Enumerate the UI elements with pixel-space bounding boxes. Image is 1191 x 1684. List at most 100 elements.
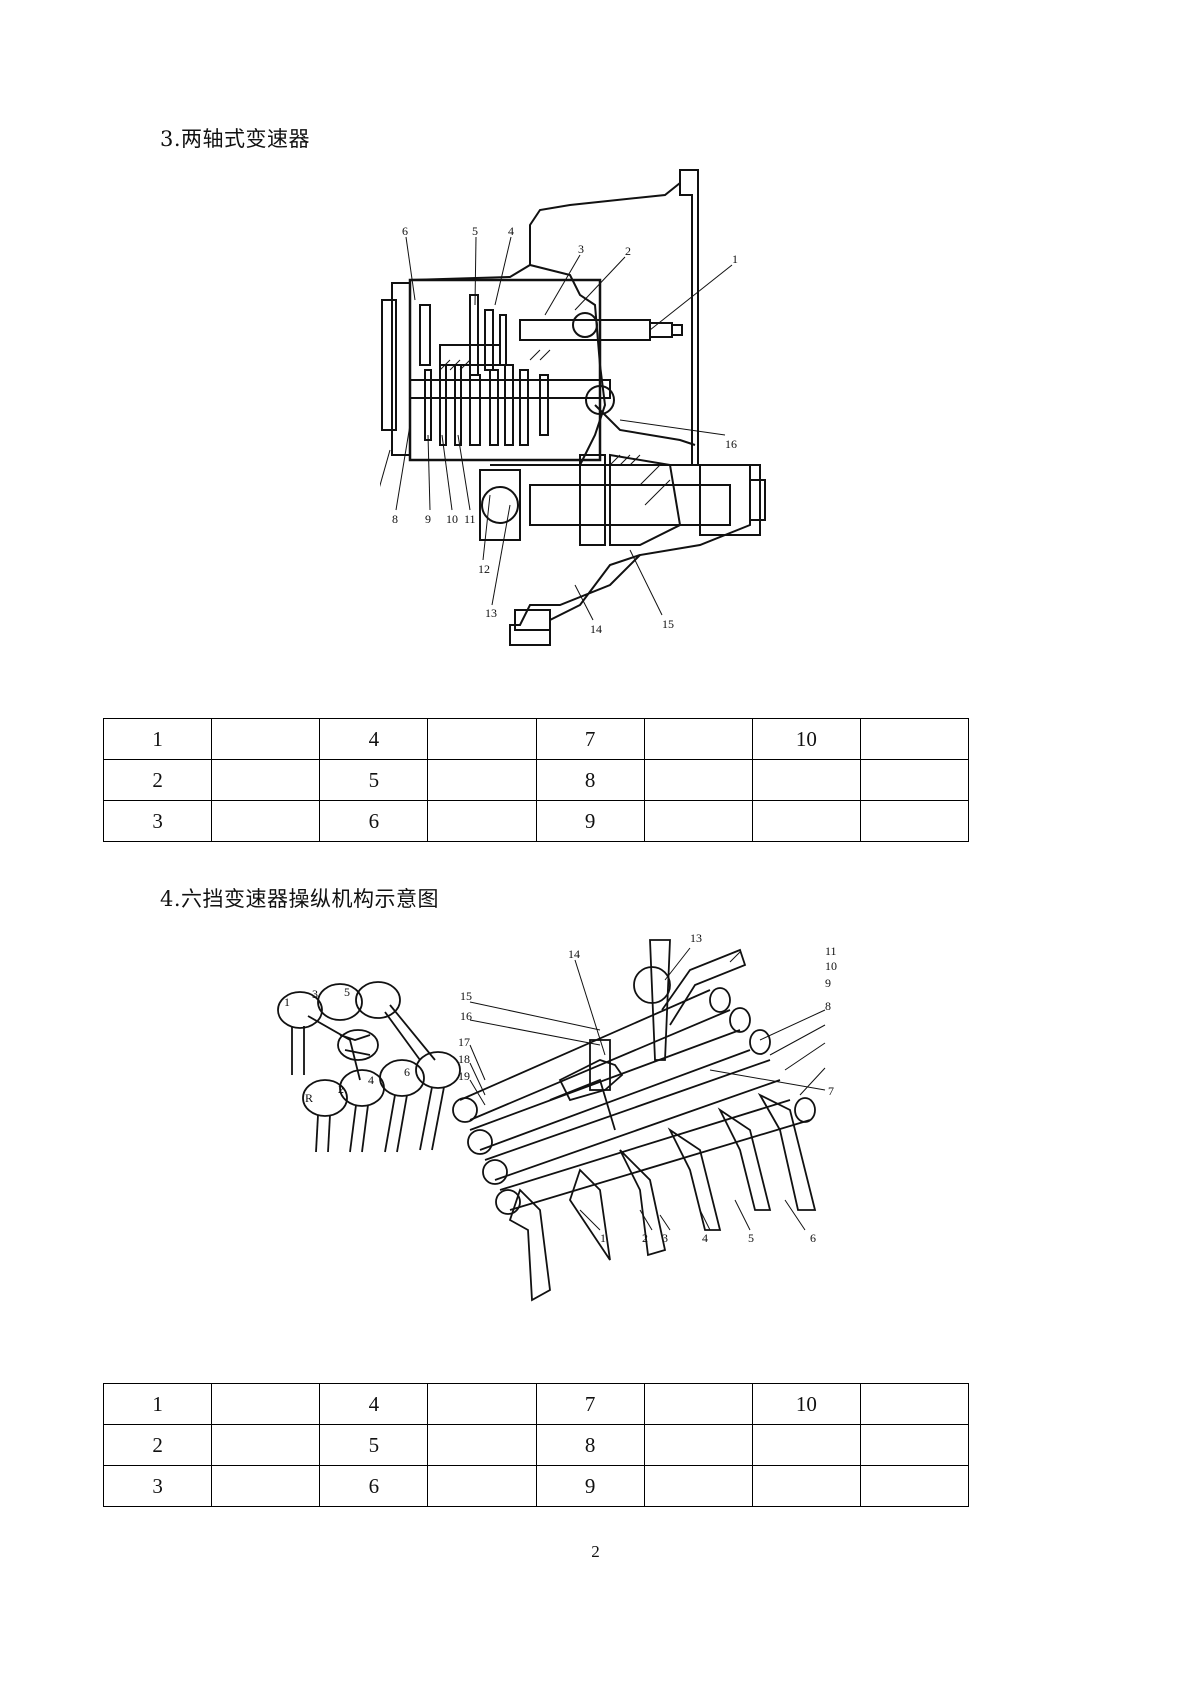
table-cell: 10 xyxy=(751,1383,861,1425)
table-row: 1 4 7 10 xyxy=(102,718,970,760)
table-cell: 3 xyxy=(102,800,213,842)
shift-pattern-inset xyxy=(277,981,461,1153)
six-speed-shift-mechanism-figure: 1 3 5 R 2 4 6 xyxy=(270,930,920,1360)
table-cell: 2 xyxy=(102,1424,213,1466)
callout-2: 2 xyxy=(642,1231,648,1245)
callout-9: 9 xyxy=(825,976,831,990)
answer-cell[interactable] xyxy=(643,1465,753,1507)
table-cell: 8 xyxy=(535,1424,645,1466)
table-cell: 9 xyxy=(535,1465,645,1507)
callout-10: 10 xyxy=(446,512,458,526)
callout-14: 14 xyxy=(568,947,580,961)
callout-13: 13 xyxy=(485,606,497,620)
answer-cell[interactable] xyxy=(211,1383,321,1425)
answer-cell[interactable] xyxy=(427,759,537,801)
answer-cell[interactable] xyxy=(859,1383,970,1425)
callout-15: 15 xyxy=(460,989,472,1003)
table-cell: 5 xyxy=(319,759,429,801)
callout-11: 11 xyxy=(464,512,476,526)
section-3-label-table: 1 4 7 10 2 5 8 3 6 9 xyxy=(102,718,970,842)
answer-cell[interactable] xyxy=(643,1383,753,1425)
callout-7: 7 xyxy=(828,1084,834,1098)
inset-label-1: 1 xyxy=(284,995,290,1009)
section-4-label-table: 1 4 7 10 2 5 8 3 6 9 xyxy=(102,1383,970,1507)
callout-4: 4 xyxy=(702,1231,708,1245)
callout-2: 2 xyxy=(625,244,631,258)
answer-cell[interactable] xyxy=(859,718,970,760)
callout-4: 4 xyxy=(508,224,514,238)
answer-cell[interactable] xyxy=(211,718,321,760)
callout-11: 11 xyxy=(825,944,837,958)
answer-cell[interactable] xyxy=(859,1465,970,1507)
answer-cell[interactable] xyxy=(211,759,321,801)
section-3-heading: 3.两轴式变速器 xyxy=(160,127,311,151)
answer-cell[interactable] xyxy=(859,1424,970,1466)
callout-12: 12 xyxy=(478,562,490,576)
table-cell: 7 xyxy=(535,1383,645,1425)
answer-cell[interactable] xyxy=(427,1424,537,1466)
table-cell: 3 xyxy=(102,1465,213,1507)
table-row: 3 6 9 xyxy=(102,1465,970,1507)
callout-1: 1 xyxy=(732,252,738,266)
table-row: 2 5 8 xyxy=(102,1424,970,1466)
page-number: 2 xyxy=(591,1542,600,1561)
table-cell xyxy=(751,1424,861,1466)
callout-5: 5 xyxy=(472,224,478,238)
callout-3: 3 xyxy=(662,1231,668,1245)
table-cell: 1 xyxy=(102,1383,213,1425)
shift-mechanism-drawing: 1 3 5 R 2 4 6 xyxy=(277,930,837,1302)
table-cell: 4 xyxy=(319,718,429,760)
table-cell: 9 xyxy=(535,800,645,842)
answer-cell[interactable] xyxy=(427,718,537,760)
inset-label-4: 4 xyxy=(368,1073,374,1087)
callout-19: 19 xyxy=(458,1069,470,1083)
callout-9: 9 xyxy=(425,512,431,526)
callout-16: 16 xyxy=(725,437,737,451)
callout-1: 1 xyxy=(600,1231,606,1245)
callout-12: 12 xyxy=(762,930,774,931)
section-4-heading: 4.六挡变速器操纵机构示意图 xyxy=(160,887,440,911)
callout-13: 13 xyxy=(690,931,702,945)
callout-8: 8 xyxy=(392,512,398,526)
table-row: 2 5 8 xyxy=(102,759,970,801)
callout-17: 17 xyxy=(458,1035,470,1049)
answer-cell[interactable] xyxy=(427,1383,537,1425)
inset-label-2: 2 xyxy=(338,1082,344,1096)
callout-16: 16 xyxy=(460,1009,472,1023)
answer-cell[interactable] xyxy=(859,800,970,842)
answer-cell[interactable] xyxy=(427,800,537,842)
answer-cell[interactable] xyxy=(859,759,970,801)
table-cell: 7 xyxy=(535,718,645,760)
callout-14: 14 xyxy=(590,622,602,636)
answer-cell[interactable] xyxy=(643,800,753,842)
transmission-cross-section-drawing: 1 2 3 4 5 6 7 8 9 10 11 12 13 14 15 16 xyxy=(380,169,766,646)
table-row: 3 6 9 xyxy=(102,800,970,842)
callout-10: 10 xyxy=(825,959,837,973)
table-cell xyxy=(751,759,861,801)
table-cell xyxy=(751,1465,861,1507)
table-row: 1 4 7 10 xyxy=(102,1383,970,1425)
table-cell: 5 xyxy=(319,1424,429,1466)
callout-15: 15 xyxy=(662,617,674,631)
answer-cell[interactable] xyxy=(643,1424,753,1466)
two-shaft-transmission-figure: 1 2 3 4 5 6 7 8 9 10 11 12 13 14 15 16 xyxy=(380,165,840,685)
answer-cell[interactable] xyxy=(211,1424,321,1466)
callout-3: 3 xyxy=(578,242,584,256)
inset-label-3: 3 xyxy=(312,987,318,1001)
answer-cell[interactable] xyxy=(427,1465,537,1507)
callout-8: 8 xyxy=(825,999,831,1013)
answer-cell[interactable] xyxy=(211,800,321,842)
shift-rails-and-forks xyxy=(452,939,817,1302)
callout-6: 6 xyxy=(810,1231,816,1245)
answer-cell[interactable] xyxy=(643,718,753,760)
inset-label-R: R xyxy=(305,1091,313,1105)
table-cell: 6 xyxy=(319,800,429,842)
table-cell: 6 xyxy=(319,1465,429,1507)
answer-cell[interactable] xyxy=(643,759,753,801)
callout-6: 6 xyxy=(402,224,408,238)
table-cell: 1 xyxy=(102,718,213,760)
table-cell: 4 xyxy=(319,1383,429,1425)
answer-cell[interactable] xyxy=(211,1465,321,1507)
callout-5: 5 xyxy=(748,1231,754,1245)
table-cell: 2 xyxy=(102,759,213,801)
